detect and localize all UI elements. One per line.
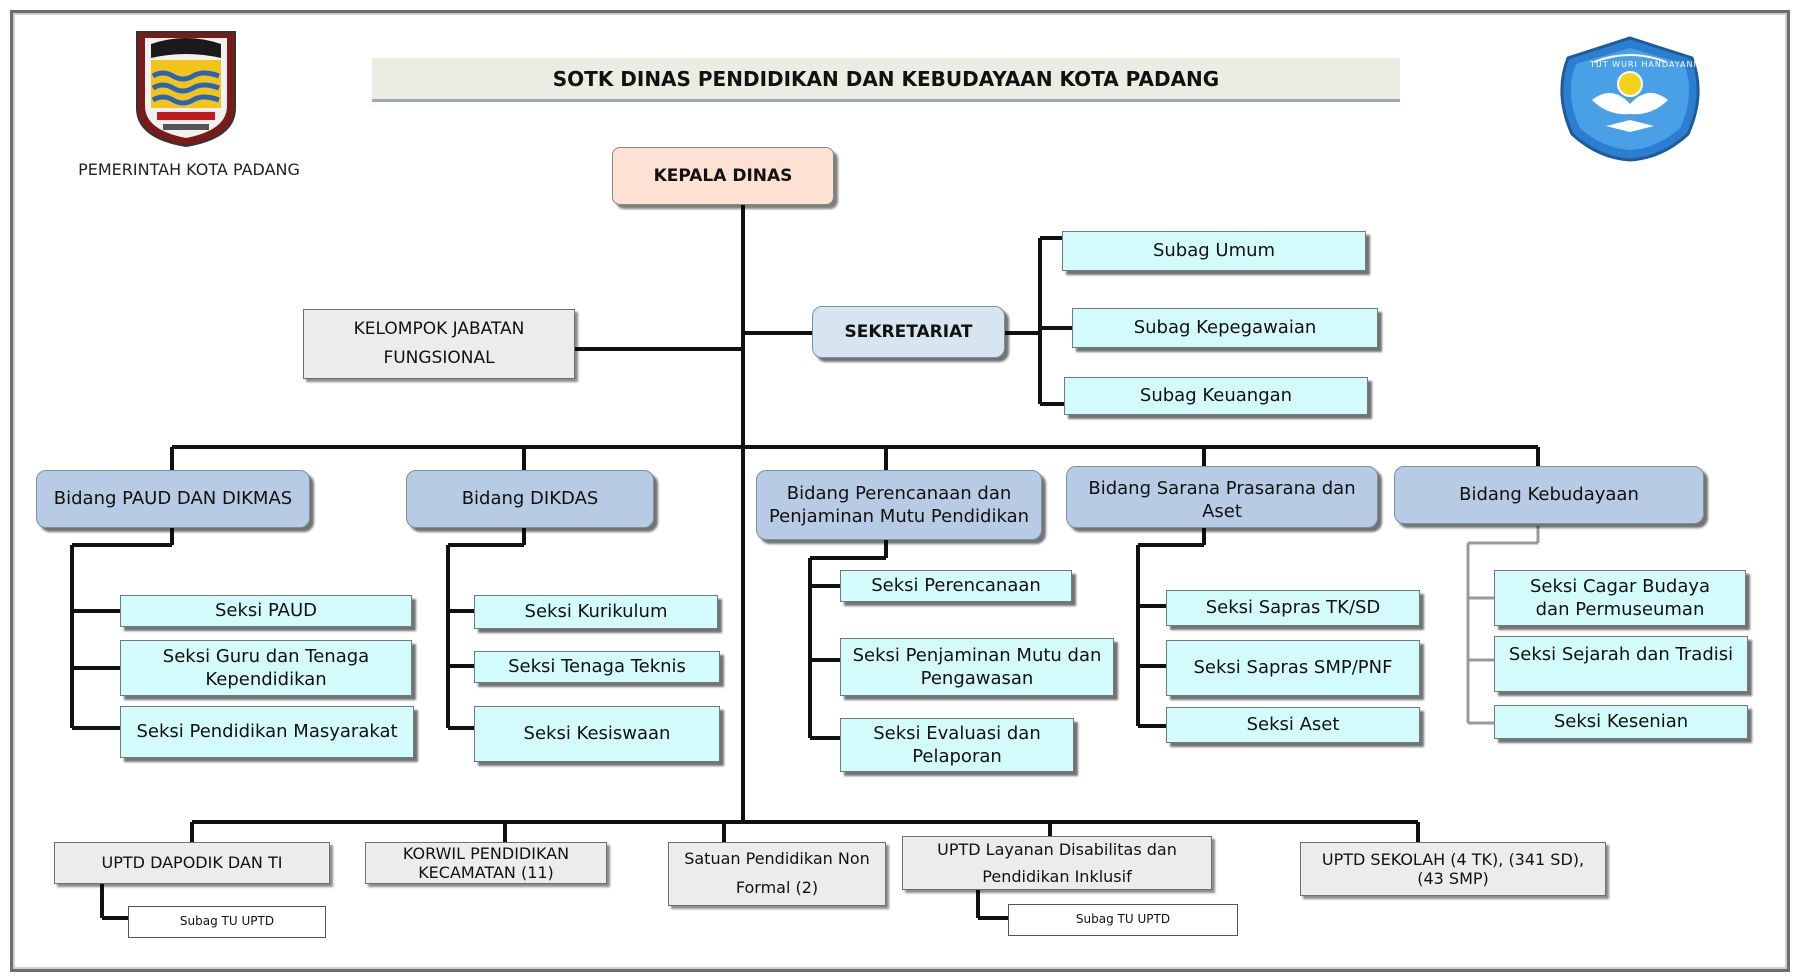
seksi-aset-box: Seksi Aset xyxy=(1166,707,1420,743)
seksi-sapras-tk-sd-box: Seksi Sapras TK/SD xyxy=(1166,590,1420,626)
seksi-tenaga-teknis-box: Seksi Tenaga Teknis xyxy=(474,651,720,683)
seksi-perencanaan-box: Seksi Perencanaan xyxy=(840,570,1072,602)
division-sarana-prasarana: Bidang Sarana Prasarana dan Aset xyxy=(1066,466,1378,528)
uptd-dapodik-box: UPTD DAPODIK DAN TI xyxy=(54,842,330,884)
city-emblem-logo xyxy=(136,31,236,148)
seksi-sapras-smp-pnf-box: Seksi Sapras SMP/PNF xyxy=(1166,640,1420,696)
page-frame xyxy=(10,10,1790,972)
division-paud-dikmas: Bidang PAUD DAN DIKMAS xyxy=(36,470,310,528)
government-label: PEMERINTAH KOTA PADANG xyxy=(78,160,300,179)
logo-motto-text: TUT WURI HANDAYANI xyxy=(1590,60,1697,69)
uptd-layanan-disabilitas-box: UPTD Layanan Disabilitas dan Pendidikan … xyxy=(902,836,1212,890)
seksi-kesenian-box: Seksi Kesenian xyxy=(1494,705,1748,739)
kepala-dinas-box: KEPALA DINAS xyxy=(612,147,834,205)
korwil-pendidikan-box: KORWIL PENDIDIKAN KECAMATAN (11) xyxy=(365,842,607,884)
chart-title: SOTK DINAS PENDIDIKAN DAN KEBUDAYAAN KOT… xyxy=(372,58,1400,102)
seksi-evaluasi-box: Seksi Evaluasi dan Pelaporan xyxy=(840,718,1074,772)
division-perencanaan: Bidang Perencanaan dan Penjaminan Mutu P… xyxy=(756,470,1042,540)
subag-kepegawaian-box: Subag Kepegawaian xyxy=(1072,308,1378,348)
uptd-sekolah-box: UPTD SEKOLAH (4 TK), (341 SD), (43 SMP) xyxy=(1300,842,1606,896)
satuan-pendidikan-non-formal-box: Satuan Pendidikan Non Formal (2) xyxy=(668,842,886,906)
subag-keuangan-box: Subag Keuangan xyxy=(1064,377,1368,415)
subag-umum-box: Subag Umum xyxy=(1062,231,1366,271)
tut-wuri-handayani-logo xyxy=(1560,36,1700,162)
division-kebudayaan: Bidang Kebudayaan xyxy=(1394,466,1704,524)
seksi-kurikulum-box: Seksi Kurikulum xyxy=(474,595,718,629)
seksi-sejarah-tradisi-box: Seksi Sejarah dan Tradisi xyxy=(1494,636,1748,692)
seksi-pendidikan-masyarakat-box: Seksi Pendidikan Masyarakat xyxy=(120,706,414,758)
division-dikdas: Bidang DIKDAS xyxy=(406,470,654,528)
seksi-cagar-budaya-box: Seksi Cagar Budaya dan Permuseuman xyxy=(1494,570,1746,626)
functional-group-box: KELOMPOK JABATAN FUNGSIONAL xyxy=(303,309,575,379)
secretariat-box: SEKRETARIAT xyxy=(812,306,1005,358)
seksi-penjaminan-mutu-box: Seksi Penjaminan Mutu dan Pengawasan xyxy=(840,638,1114,696)
seksi-kesiswaan-box: Seksi Kesiswaan xyxy=(474,706,720,762)
uptd-dapodik-subag-box: Subag TU UPTD xyxy=(128,906,326,938)
seksi-guru-tenaga-box: Seksi Guru dan Tenaga Kependidikan xyxy=(120,640,412,696)
seksi-paud-box: Seksi PAUD xyxy=(120,595,412,627)
uptd-disabilitas-subag-box: Subag TU UPTD xyxy=(1008,904,1238,936)
